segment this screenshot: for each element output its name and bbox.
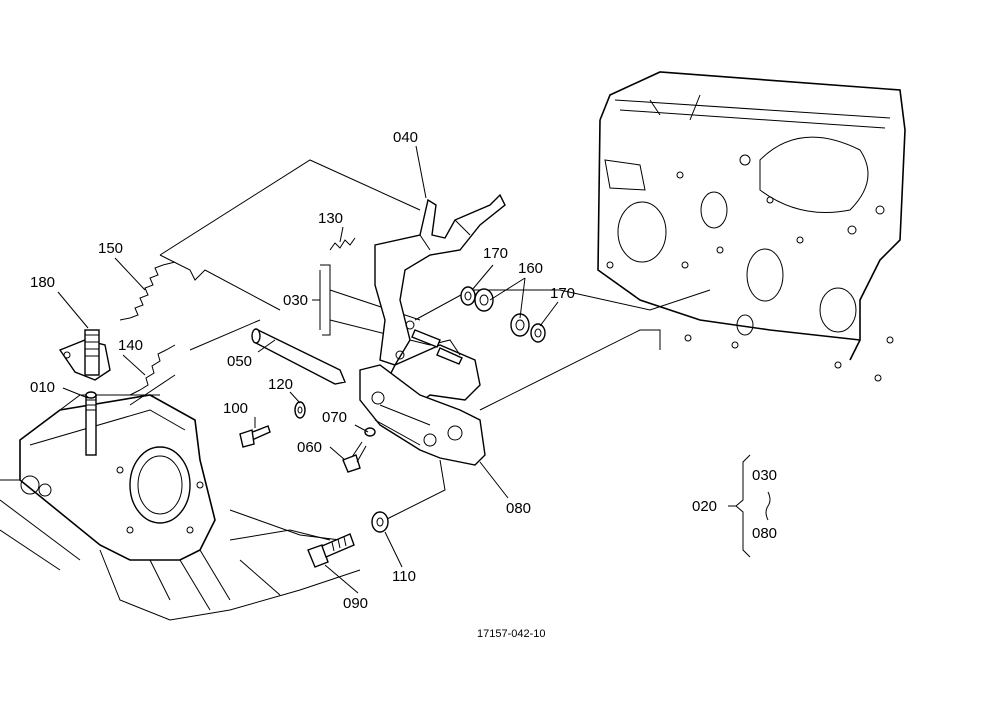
bolt-060 [342,441,367,473]
reference-number: 17157-042-10 [477,628,546,640]
label-090: 090 [343,595,368,612]
label-group-080: 080 [752,525,777,542]
label-110: 110 [392,568,416,585]
assembly-group-bracket [728,454,771,558]
label-060: 060 [297,439,322,456]
bracket-180 [58,329,111,381]
bearing-170-lower [530,323,546,343]
bolt-090 [307,533,355,568]
label-050: 050 [227,353,252,370]
governor-shaft-010 [85,391,97,456]
lever-040 [374,193,506,366]
washer-110 [371,511,389,533]
label-030: 030 [283,292,308,309]
label-120: 120 [268,376,293,393]
spring-150 [119,261,176,321]
label-040: 040 [393,129,418,146]
part-labels: 040 130 150 180 170 160 170 030 140 050 … [30,129,777,640]
callout-leaders [57,145,559,594]
pin-upper [411,329,463,365]
label-130: 130 [318,210,343,227]
bearing-160-upper [474,288,494,312]
label-170-lower: 170 [550,285,575,302]
transmission-housing [0,394,361,621]
label-150: 150 [98,240,123,257]
rod-050 [251,328,346,385]
assembly-paths [129,159,711,541]
spring-130 [329,237,356,251]
engine-block [597,71,906,382]
label-170-upper: 170 [483,245,508,262]
label-160: 160 [518,260,543,277]
label-070: 070 [322,409,347,426]
label-020: 020 [692,498,717,515]
bolt-100 [239,425,271,448]
label-group-030: 030 [752,467,777,484]
label-080: 080 [506,500,531,517]
spring-140 [129,344,176,396]
label-140: 140 [118,337,143,354]
label-180: 180 [30,274,55,291]
plate-080 [359,364,486,466]
label-010: 010 [30,379,55,396]
washer-070 [364,427,376,437]
label-100: 100 [223,400,248,417]
washer-120 [294,401,306,419]
